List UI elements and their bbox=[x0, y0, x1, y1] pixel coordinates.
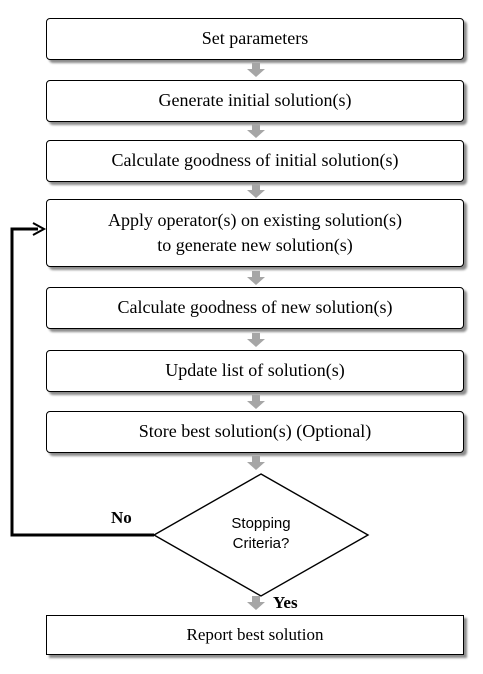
step-label: Calculate goodness of new solution(s) bbox=[117, 297, 393, 318]
step-label-line-1: Apply operator(s) on existing solution(s… bbox=[108, 209, 402, 230]
step-label: Generate initial solution(s) bbox=[158, 90, 352, 111]
down-arrow-icon bbox=[247, 271, 265, 285]
down-arrow-icon bbox=[247, 333, 265, 347]
step-label: Store best solution(s) (Optional) bbox=[138, 421, 372, 442]
step-report-best: Report best solution bbox=[46, 615, 464, 655]
step-label: Set parameters bbox=[201, 28, 309, 49]
yes-label: Yes bbox=[273, 593, 298, 612]
decision-line-2: Criteria? bbox=[232, 535, 290, 553]
down-arrow-icon bbox=[247, 63, 265, 77]
step-label: Report best solution bbox=[186, 625, 324, 645]
decision-diamond bbox=[152, 473, 370, 597]
step-calc-goodness-new: Calculate goodness of new solution(s) bbox=[46, 287, 464, 329]
step-calc-goodness-initial: Calculate goodness of initial solution(s… bbox=[46, 140, 464, 182]
step-label-line-2: to generate new solution(s) bbox=[157, 235, 353, 255]
decision-line-1: Stopping bbox=[231, 515, 291, 532]
step-update-list: Update list of solution(s) bbox=[46, 350, 464, 392]
down-arrow-icon bbox=[247, 456, 265, 470]
no-loop-line bbox=[10, 227, 154, 537]
step-set-parameters: Set parameters bbox=[46, 18, 464, 60]
step-store-best: Store best solution(s) (Optional) bbox=[46, 411, 464, 453]
down-arrow-icon bbox=[247, 596, 265, 610]
step-generate-initial: Generate initial solution(s) bbox=[46, 80, 464, 122]
decision-text: Stopping Criteria? bbox=[196, 514, 326, 555]
step-apply-operators: Apply operator(s) on existing solution(s… bbox=[46, 199, 464, 267]
down-arrow-icon bbox=[247, 124, 265, 138]
down-arrow-icon bbox=[247, 184, 265, 198]
step-label: Update list of solution(s) bbox=[165, 360, 345, 381]
step-label: Calculate goodness of initial solution(s… bbox=[111, 150, 399, 171]
loop-arrowhead-icon bbox=[32, 222, 47, 236]
down-arrow-icon bbox=[247, 395, 265, 409]
no-label: No bbox=[111, 508, 132, 527]
